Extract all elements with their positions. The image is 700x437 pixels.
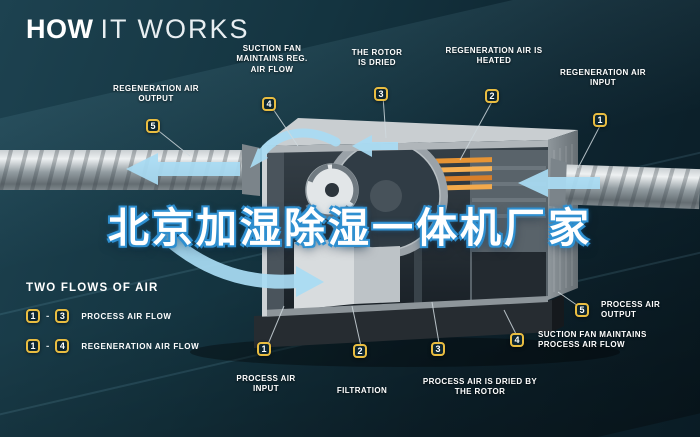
title-word-bold: HOW [26, 14, 94, 44]
callout-badge-2: 2 [353, 344, 367, 358]
regen-output-arrow [126, 153, 240, 185]
callout-badge-4: 4 [510, 333, 524, 347]
legend-dash: - [46, 310, 50, 322]
callout-label: REGENERATION AIR IS HEATED [445, 46, 543, 66]
callout-badge-3: 3 [374, 87, 388, 101]
callout-label: PROCESS AIR IS DRIED BY THE ROTOR [422, 377, 538, 397]
callout-label: FILTRATION [336, 386, 388, 395]
callout-lines [154, 95, 603, 352]
legend-badge-end: 3 [55, 309, 70, 323]
callout-label: PROCESS AIR OUTPUT [601, 300, 661, 320]
callout-label: REGENERATION AIR OUTPUT [113, 84, 199, 104]
callout-label: SUCTION FAN MAINTAINS REG. AIR FLOW [236, 44, 308, 74]
legend-row-process-air: 1 - 3 PROCESS AIR FLOW [26, 309, 199, 323]
callout-label: PROCESS AIR INPUT [236, 374, 296, 394]
legend-title: TWO FLOWS OF AIR [26, 282, 159, 294]
callout-label: REGENERATION AIR INPUT [560, 68, 646, 88]
legend: TWO FLOWS OF AIR 1 - 3 PROCESS AIR FLOW … [26, 282, 199, 369]
callout-badge-5: 5 [146, 119, 160, 133]
suction-fan [305, 163, 359, 220]
legend-badge-start: 1 [26, 339, 40, 353]
callout-label: SUCTION FAN MAINTAINS PROCESS AIR FLOW [538, 330, 647, 350]
callout-badge-4: 4 [262, 97, 276, 111]
rotor-top-arrow [352, 135, 398, 157]
callout-badge-3: 3 [431, 342, 445, 356]
process-input-arrow [163, 233, 305, 289]
legend-label: PROCESS AIR FLOW [81, 311, 172, 321]
regen-input-arrow [518, 169, 600, 197]
title-word-light: IT WORKS [100, 14, 250, 44]
legend-row-regeneration-air: 1 - 4 REGENERATION AIR FLOW [26, 339, 199, 353]
legend-label: REGENERATION AIR FLOW [81, 341, 200, 351]
callout-badge-1: 1 [257, 342, 271, 356]
callout-badge-1: 1 [593, 113, 607, 127]
regen-duct-arrow [255, 128, 341, 161]
legend-badge-end: 4 [55, 339, 70, 353]
flow-arrows [126, 128, 600, 297]
callout-badge-2: 2 [485, 89, 499, 103]
callout-label: THE ROTOR IS DRIED [351, 48, 403, 68]
legend-dash: - [46, 340, 50, 352]
legend-badge-start: 1 [26, 309, 40, 323]
machine-cabinet [254, 118, 578, 348]
callout-badge-5: 5 [575, 303, 589, 317]
